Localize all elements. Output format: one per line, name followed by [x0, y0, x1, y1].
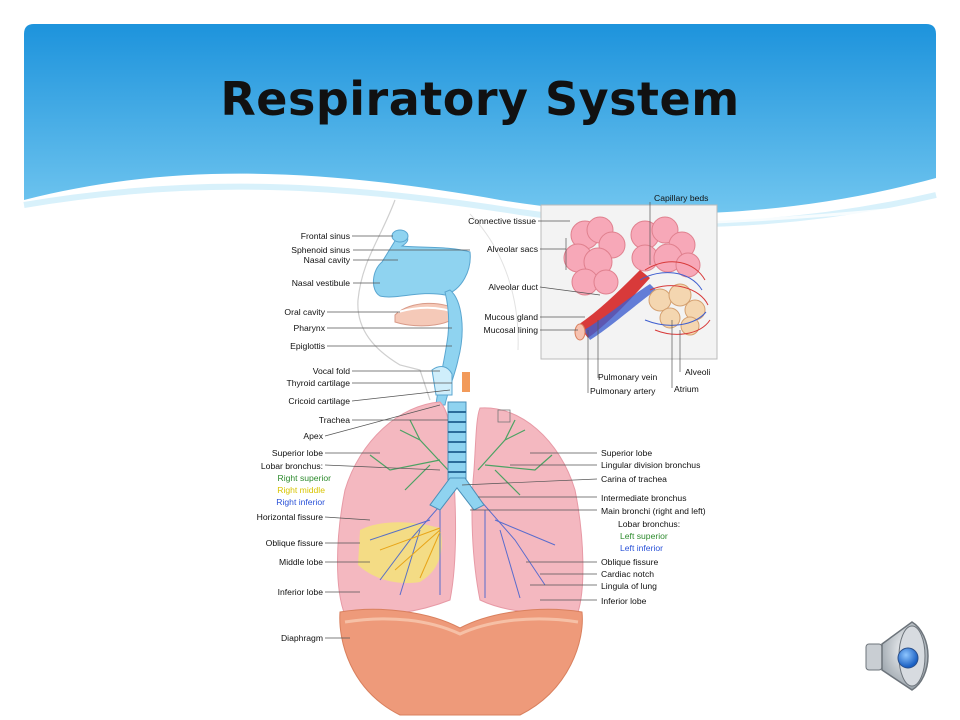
label-mucous-gland: Mucous gland — [428, 312, 538, 322]
label-superior-lobe-left: Superior lobe — [601, 448, 652, 458]
label-alveoli: Alveoli — [685, 367, 710, 377]
label-pulmonary-vein: Pulmonary vein — [598, 372, 657, 382]
label-superior-lobe-right: Superior lobe — [213, 448, 323, 458]
label-pharynx: Pharynx — [215, 323, 325, 333]
label-right-superior: Right superior — [213, 473, 331, 483]
speaker-icon[interactable] — [862, 618, 944, 694]
label-right-inferior: Right inferior — [213, 497, 325, 507]
label-alveolar-sacs: Alveolar sacs — [428, 244, 538, 254]
label-connective-tissue: Connective tissue — [428, 216, 536, 226]
label-epiglottis: Epiglottis — [215, 341, 325, 351]
label-thyroid-cartilage: Thyroid cartilage — [240, 378, 350, 388]
label-nasal-vestibule: Nasal vestibule — [240, 278, 350, 288]
label-horizontal-fissure: Horizontal fissure — [213, 512, 323, 522]
label-inferior-lobe-right: Inferior lobe — [213, 587, 323, 597]
label-alveolar-duct: Alveolar duct — [428, 282, 538, 292]
label-main-bronchi: Main bronchi (right and left) — [601, 506, 706, 516]
label-middle-lobe: Middle lobe — [213, 557, 323, 567]
label-lobar-bronchus-left: Lobar bronchus: — [618, 519, 680, 529]
label-diaphragm: Diaphragm — [213, 633, 323, 643]
label-lingular-division-bronchus: Lingular division bronchus — [601, 460, 700, 470]
label-intermediate-bronchus: Intermediate bronchus — [601, 493, 687, 503]
label-lingula-of-lung: Lingula of lung — [601, 581, 657, 591]
label-left-superior: Left superior — [620, 531, 668, 541]
label-cricoid-cartilage: Cricoid cartilage — [240, 396, 350, 406]
label-nasal-cavity: Nasal cavity — [240, 255, 350, 265]
label-trachea: Trachea — [240, 415, 350, 425]
label-carina-of-trachea: Carina of trachea — [601, 474, 667, 484]
label-sphenoid-sinus: Sphenoid sinus — [240, 245, 350, 255]
label-right-middle: Right middle — [213, 485, 325, 495]
label-pulmonary-artery: Pulmonary artery — [590, 386, 655, 396]
label-oblique-fissure-right: Oblique fissure — [213, 538, 323, 548]
label-mucosal-lining: Mucosal lining — [428, 325, 538, 335]
label-oral-cavity: Oral cavity — [215, 307, 325, 317]
label-left-inferior: Left inferior — [620, 543, 663, 553]
label-inferior-lobe-left: Inferior lobe — [601, 596, 646, 606]
label-oblique-fissure-left: Oblique fissure — [601, 557, 658, 567]
label-apex: Apex — [213, 431, 323, 441]
label-vocal-fold: Vocal fold — [240, 366, 350, 376]
label-capillary-beds: Capillary beds — [654, 193, 708, 203]
label-lobar-bronchus-right: Lobar bronchus: — [213, 461, 323, 471]
label-cardiac-notch: Cardiac notch — [601, 569, 654, 579]
label-atrium: Atrium — [674, 384, 699, 394]
label-frontal-sinus: Frontal sinus — [240, 231, 350, 241]
